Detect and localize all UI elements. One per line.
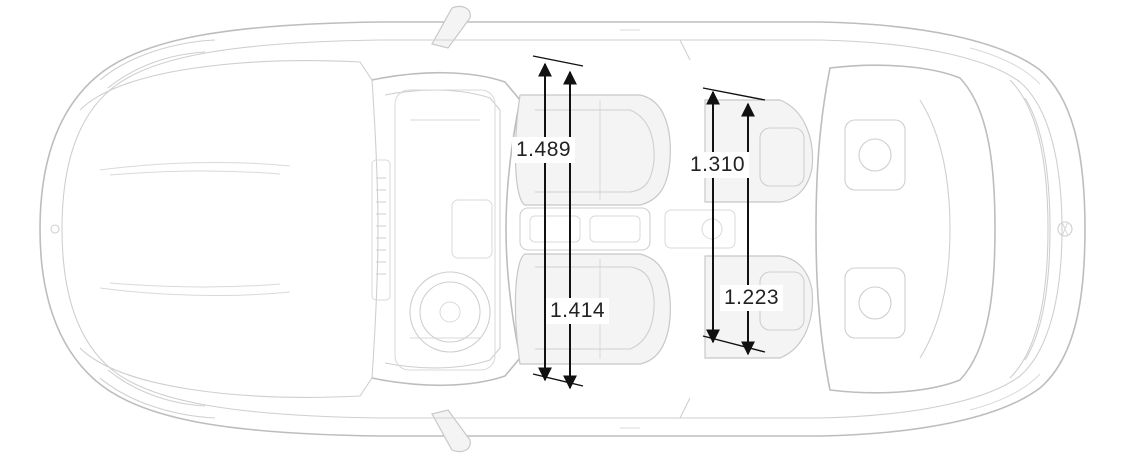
doors bbox=[380, 29, 691, 429]
dimension-lines bbox=[532, 55, 766, 390]
rear-deck bbox=[815, 64, 996, 394]
car-body bbox=[39, 21, 1086, 437]
front-hip-width-label: 1.414 bbox=[546, 298, 610, 324]
rear-shoulder-width-label: 1.310 bbox=[686, 152, 750, 178]
trunk bbox=[969, 47, 1073, 411]
center-console bbox=[519, 207, 736, 251]
rear-hip-width-label: 1.223 bbox=[720, 285, 784, 311]
rear-seats bbox=[704, 99, 814, 359]
headlights bbox=[99, 39, 216, 419]
front-shoulder-width-label: 1.489 bbox=[512, 137, 576, 163]
mirrors bbox=[431, 5, 471, 453]
hood bbox=[50, 60, 379, 398]
dashboard bbox=[371, 89, 496, 371]
